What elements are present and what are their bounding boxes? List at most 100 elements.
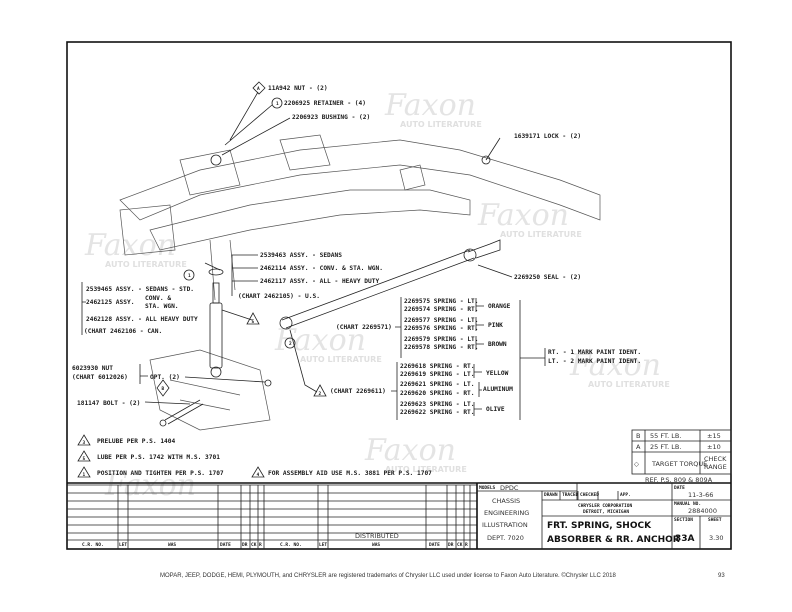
callouts: A 11A942 NUT - (2) 1 2206925 RETAINER - … bbox=[72, 81, 581, 407]
callout-bolt: 181147 BOLT - (2) bbox=[77, 400, 140, 407]
diamond-icon: ◇ bbox=[634, 460, 639, 468]
note-text: LUBE PER P.S. 1742 WITH M.S. 3701 bbox=[97, 454, 220, 461]
note-text: POSITION AND TIGHTEN PER P.S. 1707 bbox=[97, 470, 224, 477]
circle-2-label: 2 bbox=[289, 341, 292, 347]
torque-value: TARGET TORQUE bbox=[651, 460, 707, 468]
us-assy-heavy-duty: 2462117 ASSY. - ALL - HEAVY DUTY bbox=[260, 278, 379, 285]
title-block: MODELS DPDC CHASSIS ENGINEERING ILLUSTRA… bbox=[67, 482, 731, 549]
note-4-triangle-icon bbox=[251, 466, 265, 478]
dept-line: CHASSIS bbox=[492, 497, 520, 505]
watermark-logo: Faxon bbox=[274, 323, 366, 358]
us-assy-sedans: 2539463 ASSY. - SEDANS bbox=[260, 252, 342, 259]
callout-seal: 2269250 SEAL - (2) bbox=[514, 274, 581, 281]
chassis-illustration bbox=[81, 91, 601, 431]
note-text: FOR ASSEMBLY AID USE M.S. 3881 PER P.S. … bbox=[268, 470, 432, 477]
watermark-sub: AUTO LITERATURE bbox=[400, 120, 482, 129]
note-1-triangle-icon bbox=[77, 466, 91, 478]
torque-ref: REF. P.S. 809 & 809A bbox=[645, 476, 713, 484]
trademark-footer: MOPAR, JEEP, DODGE, HEMI, PLYMOUTH, and … bbox=[160, 573, 616, 579]
callout-opt: OPT. (2) bbox=[150, 374, 180, 381]
watermark-logo: Faxon bbox=[84, 228, 176, 263]
watermark-sub: AUTO LITERATURE bbox=[588, 380, 670, 389]
rev-col-header: WAS bbox=[372, 542, 380, 548]
spring-line: 2269623 SPRING - LT. bbox=[400, 401, 475, 408]
dept-line: ENGINEERING bbox=[484, 509, 529, 517]
page-number: 93 bbox=[718, 573, 725, 579]
torque-range: CHECK bbox=[704, 455, 727, 463]
circle-1-icon bbox=[183, 269, 195, 281]
sheet-value: 3.30 bbox=[709, 534, 723, 542]
notes: 3 PRELUBE PER P.S. 1404 5 LUBE PER P.S. … bbox=[77, 434, 432, 478]
rev-col-header: R bbox=[259, 542, 262, 548]
models-label: MODELS bbox=[479, 485, 496, 491]
callout-bushing: 2206923 BUSHING - (2) bbox=[292, 114, 370, 121]
watermark-sub: AUTO LITERATURE bbox=[385, 465, 467, 474]
watermark-logo: Faxon bbox=[384, 88, 476, 123]
note-number: 1 bbox=[83, 472, 86, 478]
torque-value: 55 FT. LB. bbox=[650, 432, 681, 440]
spring-color: BROWN bbox=[488, 341, 507, 348]
rev-col-header: CK bbox=[251, 542, 257, 548]
spring-chart: (CHART 2269571) 2269575 SPRING - LT. 226… bbox=[313, 297, 641, 420]
spring-line: 2269575 SPRING - LT. bbox=[404, 298, 479, 305]
torque-value: 25 FT. LB. bbox=[650, 443, 681, 451]
us-chart: (CHART 2462105) - U.S. bbox=[238, 293, 320, 300]
dept-line: DEPT. 7020 bbox=[487, 534, 524, 542]
spring-color: ORANGE bbox=[488, 303, 511, 310]
rev-col-header: CK bbox=[457, 542, 463, 548]
can-assy-sedans: 2539465 ASSY. - SEDANS - STD. bbox=[86, 286, 194, 293]
spring-line: 2269578 SPRING - RT. bbox=[404, 344, 479, 351]
can-assy-conv-note: CONV. & bbox=[145, 295, 171, 302]
spring-line: 2269579 SPRING - LT. bbox=[404, 336, 479, 343]
sign-header: TRACED bbox=[562, 492, 579, 498]
note-5-triangle-icon bbox=[77, 450, 91, 462]
company-name: CHRYSLER CORPORATION bbox=[578, 503, 632, 509]
callout-nut-top: 11A942 NUT - (2) bbox=[268, 85, 328, 92]
can-chart: (CHART 2462106 - CAN. bbox=[84, 328, 162, 335]
rev-col-header: DR bbox=[448, 542, 454, 548]
rev-col-header: LET bbox=[119, 542, 127, 548]
callout-retainer: 2206925 RETAINER - (4) bbox=[284, 100, 366, 107]
watermark-sub: AUTO LITERATURE bbox=[300, 355, 382, 364]
spring-color: ALUMINUM bbox=[483, 386, 513, 393]
section-value: 33A bbox=[675, 534, 695, 544]
callout-lock: 1639171 LOCK - (2) bbox=[514, 133, 581, 140]
diamond-a-icon bbox=[252, 81, 266, 95]
watermarks: Faxon AUTO LITERATURE Faxon AUTO LITERAT… bbox=[84, 88, 670, 503]
watermark-logo: Faxon bbox=[364, 433, 456, 468]
can-assy-conv: 2462125 ASSY. bbox=[86, 299, 134, 306]
callout-opt-nut-chart: (CHART 6012026) bbox=[72, 374, 128, 381]
spring-chart-a: (CHART 2269571) bbox=[336, 324, 392, 331]
diamond-a-label: A bbox=[257, 86, 260, 92]
date-label: DATE bbox=[674, 485, 685, 491]
torque-range: RANGE bbox=[704, 463, 727, 471]
rev-col-header: C.R. NO. bbox=[82, 542, 104, 548]
spring-chart-b: (CHART 2269611) bbox=[330, 388, 386, 395]
triangle-2-label: 2 bbox=[319, 391, 322, 397]
spring-line: 2269618 SPRING - RT. bbox=[400, 363, 475, 370]
note-number: 4 bbox=[257, 472, 260, 478]
watermark-sub: AUTO LITERATURE bbox=[105, 260, 187, 269]
callout-opt-nut: 6023930 NUT bbox=[72, 365, 113, 372]
paint-ident-lt: LT. - 2 MARK PAINT IDENT. bbox=[548, 358, 641, 365]
spring-line: 2269620 SPRING - RT. bbox=[400, 390, 475, 397]
spring-line: 2269576 SPRING - RT. bbox=[404, 325, 479, 332]
note-3-triangle-icon bbox=[77, 434, 91, 446]
sign-header: DRAWN bbox=[544, 492, 558, 498]
watermark-logo: Faxon bbox=[569, 348, 661, 383]
torque-range: ±15 bbox=[707, 432, 721, 440]
rev-col-header: WAS bbox=[168, 542, 176, 548]
triangle-2-icon bbox=[313, 384, 327, 397]
triangle-5-icon bbox=[246, 312, 260, 325]
spring-line: 2269577 SPRING - LT. bbox=[404, 317, 479, 324]
spring-line: 2269622 SPRING - RT. bbox=[400, 409, 475, 416]
note-number: 5 bbox=[83, 456, 86, 462]
torque-symbol: A bbox=[636, 443, 641, 451]
drawing-title: FRT. SPRING, SHOCK bbox=[547, 521, 652, 531]
spring-color: OLIVE bbox=[486, 406, 505, 413]
spring-line: 2269619 SPRING - LT. bbox=[400, 371, 475, 378]
revision-table: C.R. NO. LET WAS DATE DR CK R C.R. NO. L… bbox=[67, 484, 477, 549]
can-assy-conv-note: STA. WGN. bbox=[145, 303, 179, 310]
circle-2-icon bbox=[284, 337, 296, 349]
paint-ident-rt: RT. - 1 MARK PAINT IDENT. bbox=[548, 349, 641, 356]
